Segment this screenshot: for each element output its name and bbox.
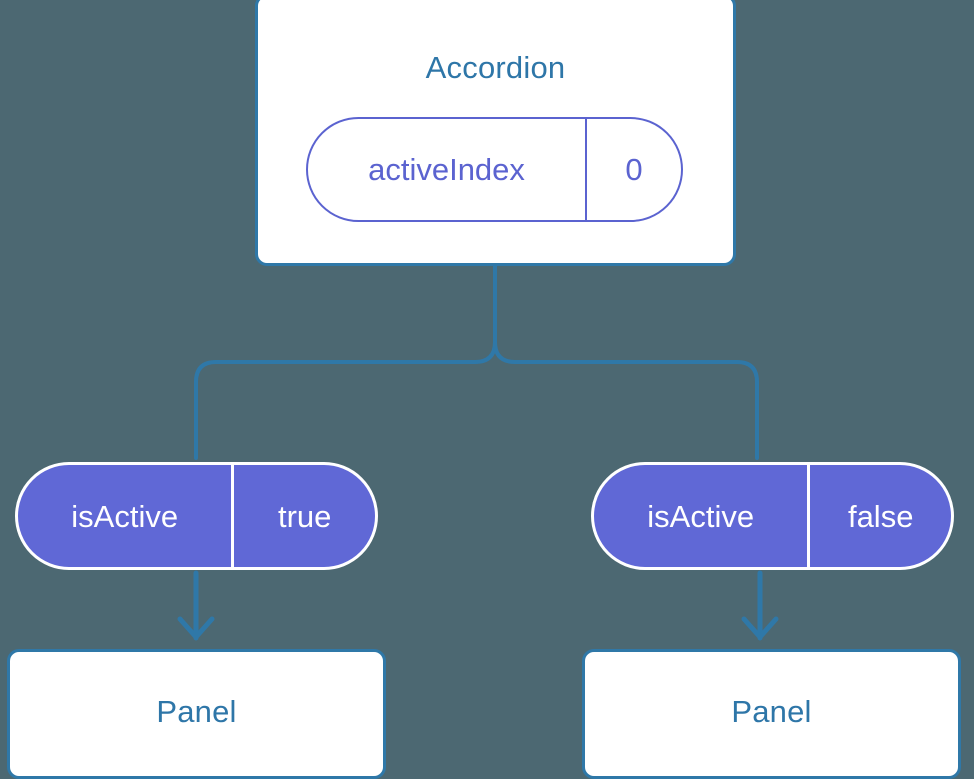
prop-key-is-active-right: isActive [594, 465, 811, 567]
state-value-active-index: 0 [625, 152, 643, 187]
prop-key-is-active-left: isActive [18, 465, 235, 567]
prop-value-is-active-left: true [277, 498, 332, 534]
arrow-right-head-icon [741, 616, 779, 640]
prop-pill-is-active-false[interactable]: isActive false [591, 462, 954, 570]
panel-title-right: Panel [731, 694, 812, 729]
prop-pill-is-active-true[interactable]: isActive true [15, 462, 378, 570]
arrow-left-head-icon [177, 616, 215, 640]
connector-branch-right-icon [493, 340, 759, 460]
panel-title-left: Panel [156, 694, 237, 729]
panel-component-box-right[interactable]: Panel [582, 649, 961, 779]
connector-branch-left-icon [194, 340, 497, 460]
prop-value-is-active-right: false [847, 498, 914, 534]
state-pill-active-index[interactable]: activeIndex 0 [306, 117, 683, 222]
state-key-active-index: activeIndex [308, 119, 588, 220]
accordion-title: Accordion [425, 50, 566, 85]
panel-component-box-left[interactable]: Panel [7, 649, 386, 779]
